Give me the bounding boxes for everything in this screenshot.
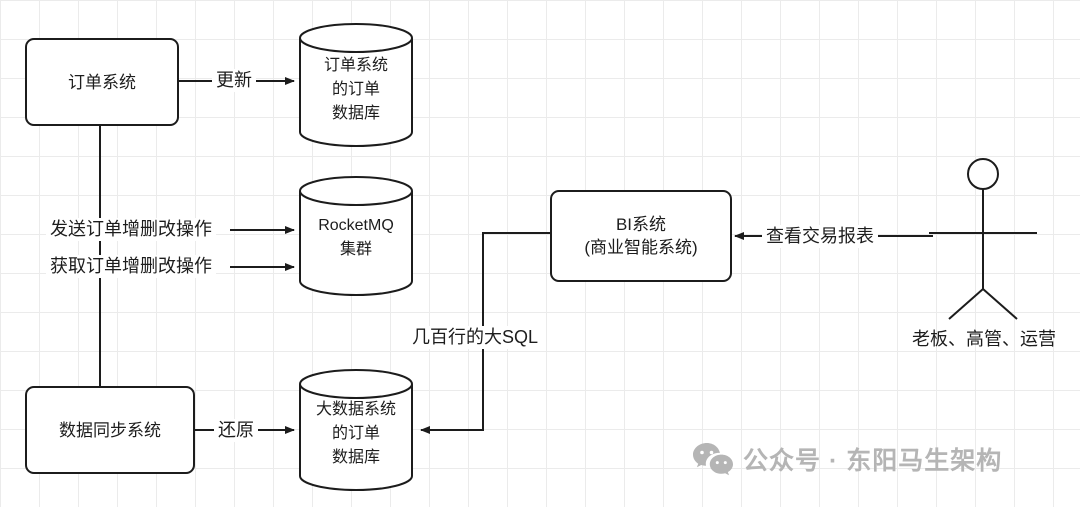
node-bi-system: BI系统 (商业智能系统): [550, 190, 732, 282]
cylinder-order-db: [299, 23, 413, 147]
node-sync-system-label: 数据同步系统: [59, 420, 161, 440]
node-bigdata-db-label: 大数据系统 的订单 数据库: [300, 398, 412, 470]
node-rocketmq-label: RocketMQ 集群: [296, 214, 416, 262]
actor-stick-figure: [929, 158, 1037, 320]
node-bi-system-line2: (商业智能系统): [584, 238, 698, 257]
cylinder-bigdata-db: [299, 369, 413, 491]
node-order-system: 订单系统: [25, 38, 179, 126]
edge-update-label: 更新: [212, 69, 256, 92]
node-order-db-label: 订单系统 的订单 数据库: [300, 54, 412, 126]
actor-label: 老板、高管、运营: [912, 329, 1056, 349]
node-bigdata-db-line3: 数据库: [331, 449, 380, 466]
node-rocketmq-line1: RocketMQ: [318, 217, 394, 234]
edge-view-report-label: 查看交易报表: [762, 225, 878, 248]
node-bigdata-db-line1: 大数据系统: [315, 401, 396, 418]
edge-fetch-ops-label: 获取订单增删改操作: [46, 255, 216, 278]
node-bigdata-db-line2: 的订单: [331, 425, 380, 442]
node-order-system-label: 订单系统: [68, 72, 136, 92]
edge-send-ops-label: 发送订单增删改操作: [46, 218, 216, 241]
node-order-db-line1: 订单系统: [323, 57, 388, 74]
node-order-db-line3: 数据库: [331, 105, 380, 122]
cylinder-rocketmq: [299, 176, 413, 296]
watermark-text: 公众号 · 东阳马生架构: [743, 447, 1003, 475]
watermark: 公众号 · 东阳马生架构: [692, 441, 1002, 477]
edge-restore-label: 还原: [214, 419, 258, 442]
node-bi-system-line1: BI系统: [615, 215, 667, 234]
node-rocketmq-line2: 集群: [339, 241, 372, 258]
edge-big-sql-label: 几百行的大SQL: [408, 326, 543, 349]
wechat-icon: [692, 441, 734, 477]
node-sync-system: 数据同步系统: [25, 386, 195, 474]
node-order-db-line2: 的订单: [331, 81, 380, 98]
